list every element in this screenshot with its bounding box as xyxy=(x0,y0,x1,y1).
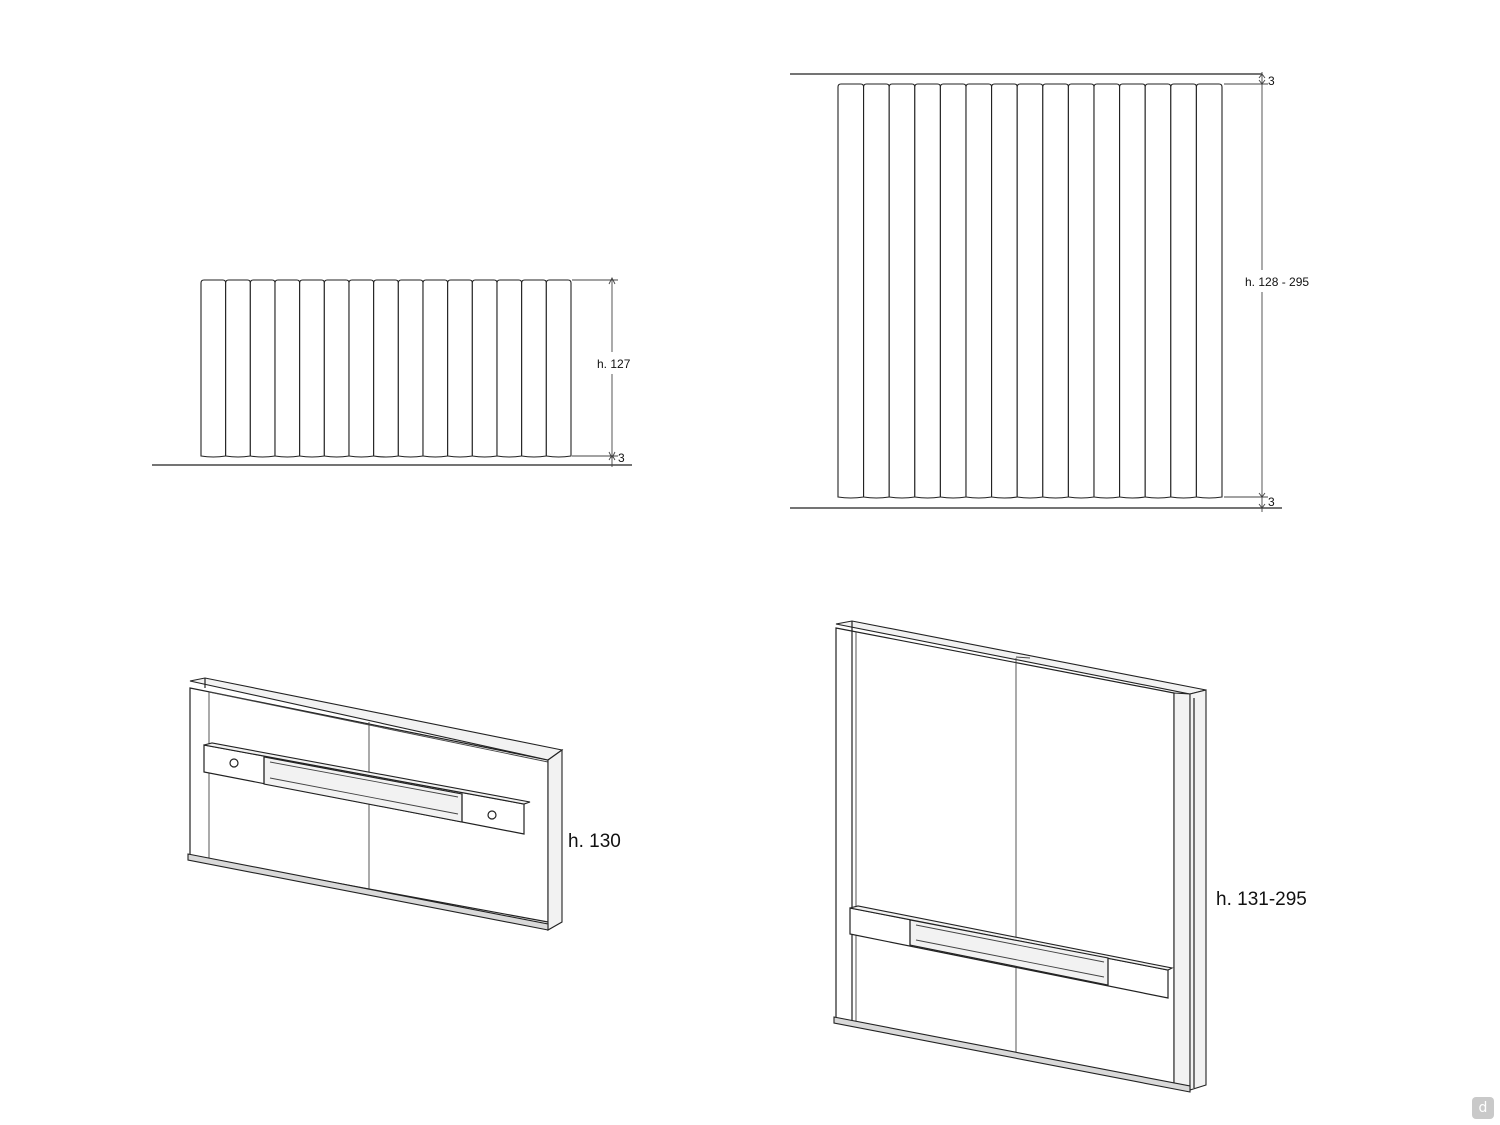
front-view-low: h. 127 3 xyxy=(152,276,634,467)
tall-iso-right-post-side xyxy=(1189,689,1207,1091)
tall-panel-7 xyxy=(991,83,1018,499)
isometric-view-low: h. 130 xyxy=(187,677,621,931)
tall-iso-height-label: h. 131-295 xyxy=(1216,889,1307,910)
isometric-view-tall: h. 131-295 xyxy=(833,620,1307,1093)
low-panel-group xyxy=(200,279,572,458)
tall-panel-8 xyxy=(1016,83,1044,499)
tall-panel-15 xyxy=(1195,83,1223,499)
low-iso-left-socket-icon xyxy=(229,758,239,768)
low-panel-15 xyxy=(545,279,572,458)
tall-panel-5 xyxy=(939,83,967,499)
tall-panel-9 xyxy=(1042,83,1069,499)
tall-panel-4 xyxy=(914,83,941,499)
tall-iso-back-face xyxy=(835,627,1175,1086)
tall-panel-1 xyxy=(837,83,865,499)
logo-glyph: d xyxy=(1478,1100,1488,1116)
low-panel-4 xyxy=(274,279,301,458)
low-panel-6 xyxy=(323,279,350,458)
tall-height-label: h. 128 - 295 xyxy=(1245,275,1309,289)
low-panel-12 xyxy=(471,279,498,458)
low-panel-5 xyxy=(299,279,325,458)
tall-iso-shelf xyxy=(849,905,1174,999)
low-panel-8 xyxy=(373,279,399,458)
low-panel-9 xyxy=(397,279,424,458)
low-panel-1 xyxy=(200,279,227,458)
low-iso-height-label: h. 130 xyxy=(568,831,621,852)
low-panel-7 xyxy=(348,279,375,458)
tall-bottom-offset-label: 3 xyxy=(1268,495,1275,509)
front-view-tall: h. 128 - 295 3 3 xyxy=(790,72,1322,512)
low-iso-base xyxy=(187,853,549,931)
tall-panel-6 xyxy=(965,83,993,499)
low-panel-14 xyxy=(521,279,547,458)
tall-panel-2 xyxy=(863,83,890,499)
tall-iso-right-post-front xyxy=(1173,692,1191,1091)
tall-panel-14 xyxy=(1170,83,1197,499)
low-iso-shelf xyxy=(203,742,531,835)
tall-panel-13 xyxy=(1144,83,1172,499)
tall-panel-11 xyxy=(1093,83,1121,499)
low-offset-label: 3 xyxy=(618,451,625,465)
tall-panel-12 xyxy=(1119,83,1146,499)
low-height-label: h. 127 xyxy=(597,357,631,371)
low-height-dimension: h. 127 3 xyxy=(572,276,634,467)
tall-height-dimension: h. 128 - 295 3 3 xyxy=(1224,72,1322,512)
tall-iso-base xyxy=(833,1016,1191,1093)
low-iso-right-socket-icon xyxy=(487,810,497,820)
low-panel-3 xyxy=(249,279,276,458)
low-panel-13 xyxy=(496,279,523,458)
tall-panel-3 xyxy=(888,83,916,499)
d-logo-icon: d xyxy=(1472,1097,1494,1119)
tall-panel-group xyxy=(837,83,1223,499)
low-iso-right-side xyxy=(547,748,563,931)
tall-panel-10 xyxy=(1067,83,1095,499)
low-panel-11 xyxy=(447,279,473,458)
low-panel-10 xyxy=(422,279,449,458)
tall-top-offset-label: 3 xyxy=(1268,74,1275,88)
low-panel-2 xyxy=(225,279,251,458)
